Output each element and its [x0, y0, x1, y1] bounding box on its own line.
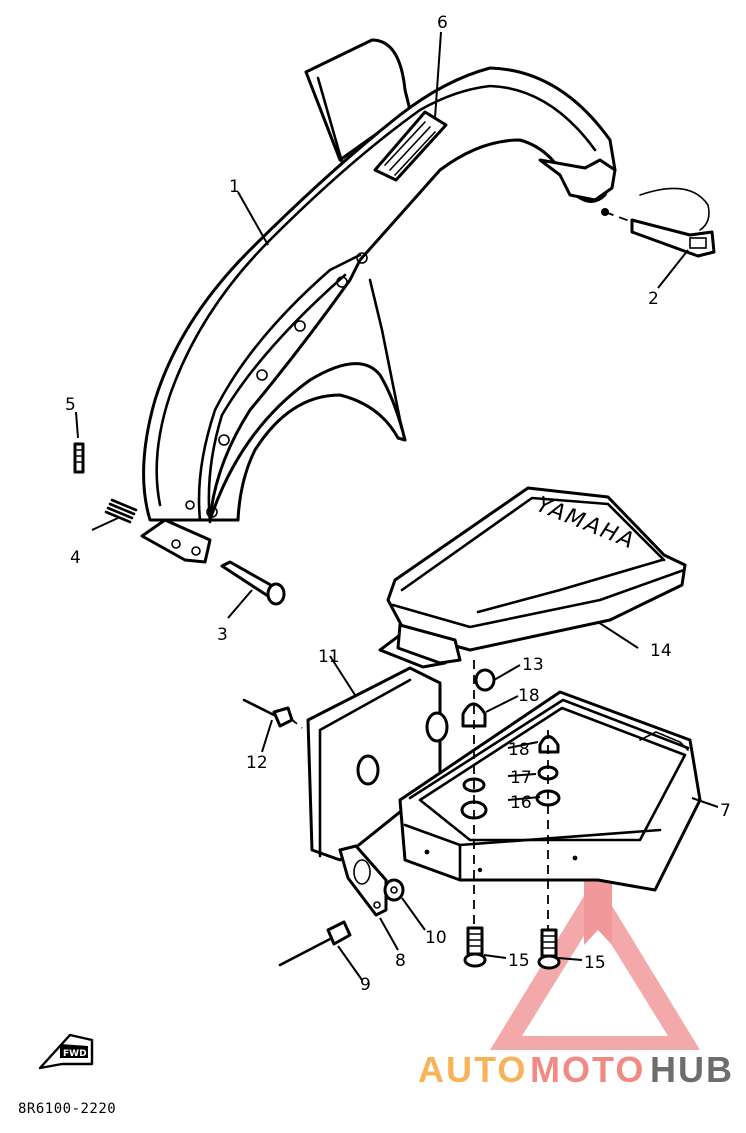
callout-14: 14	[650, 641, 672, 661]
watermark-text: AUTO MOTO HUB	[418, 1049, 734, 1090]
mounting-holes	[185, 252, 368, 518]
spring	[104, 498, 138, 524]
fwd-label: FWD	[63, 1049, 87, 1059]
cap-nut-18-upper	[461, 702, 487, 728]
pin	[220, 560, 286, 606]
mounting-plate	[306, 666, 449, 862]
rivet	[242, 698, 294, 728]
bolt-15-left	[463, 926, 487, 968]
callout-2: 2	[648, 289, 659, 309]
callout-18-upper: 18	[518, 686, 540, 706]
callout-15-right: 15	[584, 953, 606, 973]
callout-11: 11	[318, 647, 340, 667]
battery-cover: YAMAHA	[378, 486, 687, 669]
callout-9: 9	[360, 975, 371, 995]
watermark-part-moto: MOTO	[530, 1049, 645, 1090]
chain-case-guard	[140, 38, 617, 564]
hook-clip	[604, 187, 716, 258]
callout-3: 3	[217, 625, 228, 645]
watermark-triangle-inner	[522, 918, 668, 1036]
nut-13	[474, 668, 496, 692]
callout-8: 8	[395, 951, 406, 971]
callouts: 1 2 3 4 5 6 7 8 9 10 11 12 13 14 15 15 1…	[65, 13, 731, 995]
callout-16: 16	[510, 793, 532, 813]
small-pin	[73, 442, 85, 474]
callout-15-left: 15	[508, 951, 530, 971]
leader-lines	[75, 31, 719, 981]
fwd-arrow-icon: FWD	[38, 1033, 94, 1070]
watermark-part-auto: AUTO	[418, 1049, 527, 1090]
watermark-m-mark	[584, 880, 612, 945]
bolt-15-right	[537, 928, 561, 970]
callout-1: 1	[229, 177, 240, 197]
callout-7: 7	[720, 801, 731, 821]
watermark-part-hub: HUB	[650, 1049, 734, 1090]
screw-9	[278, 920, 352, 967]
callout-4: 4	[70, 548, 81, 568]
callout-5: 5	[65, 395, 76, 415]
callout-10: 10	[425, 928, 447, 948]
callout-17: 17	[510, 768, 532, 788]
callout-12: 12	[246, 753, 268, 773]
callout-6: 6	[437, 13, 448, 33]
callout-13: 13	[522, 655, 544, 675]
callout-18-lower: 18	[508, 740, 530, 760]
nut-10	[383, 878, 405, 902]
diagram-code: 8R6100-2220	[18, 1101, 116, 1117]
caution-label	[373, 110, 448, 182]
stay-bracket	[338, 844, 388, 917]
